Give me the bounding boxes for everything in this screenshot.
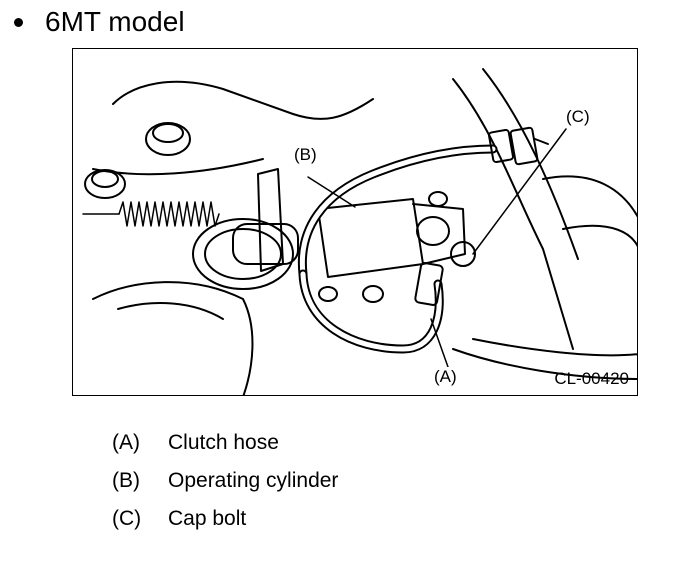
legend-tag: (A) (112, 431, 140, 454)
heading-text: 6MT model (45, 6, 185, 37)
legend-item: (B) Operating cylinder (112, 462, 338, 500)
illustration-frame: (B) (C) (A) CL-00420 (72, 48, 638, 396)
legend-tag: (B) (112, 469, 140, 492)
section-heading: 6MT model (14, 4, 185, 40)
legend-list: (A) Clutch hose (B) Operating cylinder (… (112, 424, 338, 538)
legend-tag: (C) (112, 507, 142, 530)
legend-label: Cap bolt (168, 507, 247, 530)
clutch-line-illustration (82, 68, 637, 395)
legend-label: Operating cylinder (168, 469, 339, 492)
legend-item: (A) Clutch hose (112, 424, 338, 462)
callout-b: (B) (293, 145, 318, 165)
callout-a: (A) (433, 367, 458, 387)
bullet-icon (14, 17, 23, 27)
legend-item: (C) Cap bolt (112, 500, 338, 538)
figure-code: CL-00420 (554, 369, 629, 388)
callout-c: (C) (565, 107, 591, 127)
legend-label: Clutch hose (168, 431, 279, 454)
